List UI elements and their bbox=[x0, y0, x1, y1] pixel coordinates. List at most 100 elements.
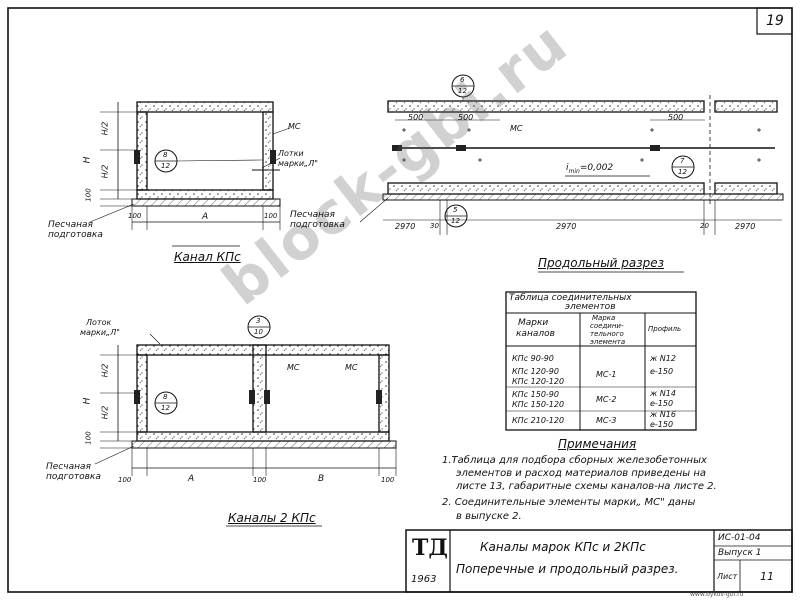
th-element-4: элемента bbox=[590, 338, 626, 346]
sheet-number: 11 bbox=[760, 570, 774, 583]
ref-top-2: 7 bbox=[680, 157, 685, 165]
row3-element: МС-2 bbox=[596, 395, 617, 404]
mc-label: МС bbox=[288, 122, 301, 131]
dim-2970-c: 2970 bbox=[735, 222, 756, 231]
sheet-frame bbox=[7, 7, 793, 593]
dim2-h: H bbox=[82, 397, 93, 405]
sand-label-1: Песчаная bbox=[48, 220, 93, 230]
dim-500-c: 500 bbox=[668, 113, 684, 122]
row4-profile-1: ж N16 bbox=[650, 410, 676, 419]
note-2-line-2: в выпуске 2. bbox=[456, 511, 522, 522]
note-1-line-3: листе 13, габаритные схемы каналов-на ли… bbox=[456, 481, 717, 492]
row2-channel-2: КПс 120-120 bbox=[512, 377, 565, 386]
slope-val: =0,002 bbox=[579, 163, 614, 173]
footer-url: www.bykov-gbi.ru bbox=[690, 591, 744, 598]
lotok2-label-2: марки„Л" bbox=[80, 328, 120, 337]
sand-label-2: подготовка bbox=[48, 230, 103, 240]
table-title-1: Таблица соединительных bbox=[509, 293, 632, 303]
row1-profile-1: ж N12 bbox=[650, 354, 676, 363]
th-element-3: тельного bbox=[590, 330, 624, 338]
caption-longitudinal: Продольный разрез bbox=[538, 256, 665, 270]
connector-table bbox=[505, 291, 697, 431]
note-1-line-2: элементов и расход материалов приведены … bbox=[456, 468, 707, 479]
row3-channel-1: КПс 150-90 bbox=[512, 390, 559, 399]
title-line-1: Каналы марок КПс и 2КПс bbox=[480, 540, 646, 554]
mc-label-2a: МС bbox=[287, 363, 300, 372]
row4-profile-2: e-150 bbox=[650, 420, 674, 429]
row2-element: МС-1 bbox=[596, 370, 617, 379]
slope-label: imin=0,002 bbox=[566, 163, 613, 175]
sheet-label: Лист bbox=[717, 572, 738, 581]
dim2-100-left: 100 bbox=[84, 431, 93, 445]
drawing-channel-kps bbox=[89, 101, 291, 247]
lotok2-label-1: Лоток bbox=[86, 318, 112, 327]
dim2-h-half-top: H/2 bbox=[100, 363, 110, 378]
row3-channel-2: КПс 150-120 bbox=[512, 400, 565, 409]
dim2-100-mid: 100 bbox=[253, 476, 267, 484]
table-title-2: элементов bbox=[565, 302, 616, 312]
dim2-b: B bbox=[318, 474, 325, 484]
row4-element: МС-3 bbox=[596, 416, 617, 425]
slope-i: i bbox=[566, 163, 569, 173]
dim-2970-b: 2970 bbox=[556, 222, 577, 231]
ref-top-1: 6 bbox=[460, 76, 465, 84]
year: 1963 bbox=[411, 574, 437, 585]
th-element-2: соедини- bbox=[590, 322, 624, 330]
dim-20: 20 bbox=[700, 222, 709, 230]
row4-channel: КПс 210-120 bbox=[512, 416, 565, 425]
row3-profile-2: e-150 bbox=[650, 399, 674, 408]
row1-profile-2: e-150 bbox=[650, 367, 674, 376]
note-2-line-1: 2. Соединительные элементы марки„ МС" да… bbox=[442, 497, 696, 508]
dim-500-b: 500 bbox=[458, 113, 474, 122]
dim-100-left: 100 bbox=[84, 188, 93, 202]
ref2-bot-1: 10 bbox=[254, 328, 263, 336]
drawing-longitudinal-section bbox=[359, 74, 784, 273]
ref2-top-1: 3 bbox=[256, 317, 261, 325]
row2-channel-1: КПс 120-90 bbox=[512, 367, 559, 376]
page-number: 19 bbox=[766, 13, 784, 29]
th-profile: Профиль bbox=[648, 325, 682, 333]
caption-channel-2kps: Каналы 2 КПс bbox=[228, 511, 316, 525]
dim2-100-a: 100 bbox=[118, 476, 132, 484]
doc-issue: Выпуск 1 bbox=[718, 548, 762, 558]
sand-label-long-2: подготовка bbox=[290, 220, 345, 230]
ref-top: 8 bbox=[163, 151, 168, 159]
lotok-label-2: марки„Л" bbox=[278, 159, 318, 168]
title-block bbox=[405, 529, 793, 593]
lotok-label-1: Лотки bbox=[278, 149, 304, 158]
ref2-bot-2: 12 bbox=[161, 404, 170, 412]
sand2-label-1: Песчаная bbox=[46, 462, 91, 472]
th-element-1: Марка bbox=[592, 314, 616, 322]
dim2-h-half-bot: H/2 bbox=[100, 405, 110, 420]
dim-30: 30 bbox=[430, 222, 439, 230]
dim-h-half-bot: H/2 bbox=[100, 164, 110, 179]
ref-bot: 12 bbox=[161, 162, 170, 170]
dim-100-bottom: 100 bbox=[128, 212, 142, 220]
notes-title: Примечания bbox=[558, 437, 637, 451]
dim-h-half-top: H/2 bbox=[100, 121, 110, 136]
mc-label-long: МС bbox=[510, 124, 523, 133]
ref-bot-3: 12 bbox=[451, 217, 460, 225]
dim-100-right: 100 bbox=[264, 212, 278, 220]
slope-sub: min bbox=[568, 167, 580, 175]
dim2-a: A bbox=[188, 474, 195, 484]
ta-logo: ТД bbox=[412, 535, 448, 561]
doc-code: ИС-01-04 bbox=[718, 533, 761, 543]
dim-h: H bbox=[82, 156, 93, 164]
sand-label-long-1: Песчаная bbox=[290, 210, 335, 220]
th-channels-1: Марки bbox=[518, 318, 549, 328]
note-1-line-1: 1.Таблица для подбора сборных железобето… bbox=[442, 455, 707, 466]
ref-bot-2: 12 bbox=[678, 168, 687, 176]
page-number-box bbox=[756, 7, 793, 35]
caption-channel-kps: Канал КПс bbox=[174, 250, 241, 264]
row1-channel: КПс 90-90 bbox=[512, 354, 554, 363]
dim2-100-b: 100 bbox=[381, 476, 395, 484]
row3-profile-1: ж N14 bbox=[650, 389, 676, 398]
ref-top-3: 5 bbox=[453, 206, 458, 214]
drawing-channel-2kps bbox=[94, 315, 397, 527]
dim-2970-a: 2970 bbox=[395, 222, 416, 231]
sand2-label-2: подготовка bbox=[46, 472, 101, 482]
dim-a: A bbox=[202, 212, 209, 222]
